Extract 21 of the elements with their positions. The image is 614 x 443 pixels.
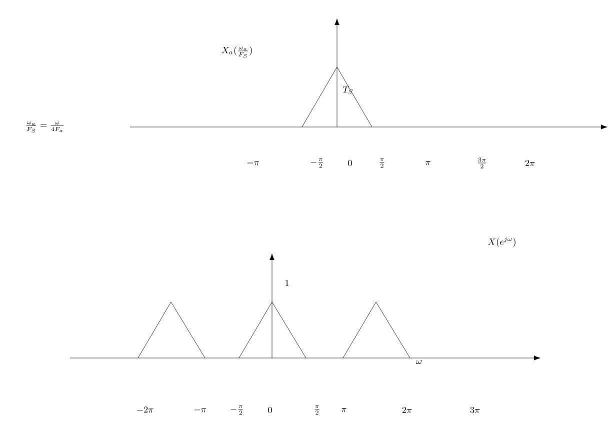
- tick-label: $0$: [348, 160, 352, 166]
- peak-label: $T_S$: [342, 86, 353, 94]
- tick-label: $3\pi$: [470, 406, 480, 414]
- tick-label: $\frac{\pi}{2}$: [380, 158, 384, 168]
- tick-label: $-\pi$: [247, 161, 260, 166]
- tick-label: $-\pi$: [194, 408, 206, 412]
- tick-label: $-\frac{\pi}{2}$: [310, 158, 323, 168]
- tick-label: $-2\pi$: [137, 406, 154, 413]
- tick-label: $0$: [268, 406, 272, 414]
- tick-label: $2\pi$: [525, 160, 535, 166]
- tick-label: $\frac{\pi}{2}$: [314, 405, 320, 415]
- tick-label: $\pi$: [341, 408, 346, 412]
- axis-label: $\omega$: [416, 360, 422, 364]
- tick-label: $\frac{3\pi}{2}$: [478, 158, 486, 168]
- formula: $\frac{\omega_a}{F_S}=\frac{\omega}{4F_a}$: [26, 122, 64, 133]
- axis-label: $X(e^{j\omega})$: [488, 236, 516, 247]
- tick-label: $-\frac{\pi}{2}$: [230, 405, 243, 415]
- peak-label: $1$: [286, 280, 289, 286]
- tick-label: $2\pi$: [402, 406, 412, 413]
- axis-label: $X_a(\frac{\omega_a}{F_S})$: [222, 46, 252, 58]
- tick-label: $\pi$: [425, 161, 430, 166]
